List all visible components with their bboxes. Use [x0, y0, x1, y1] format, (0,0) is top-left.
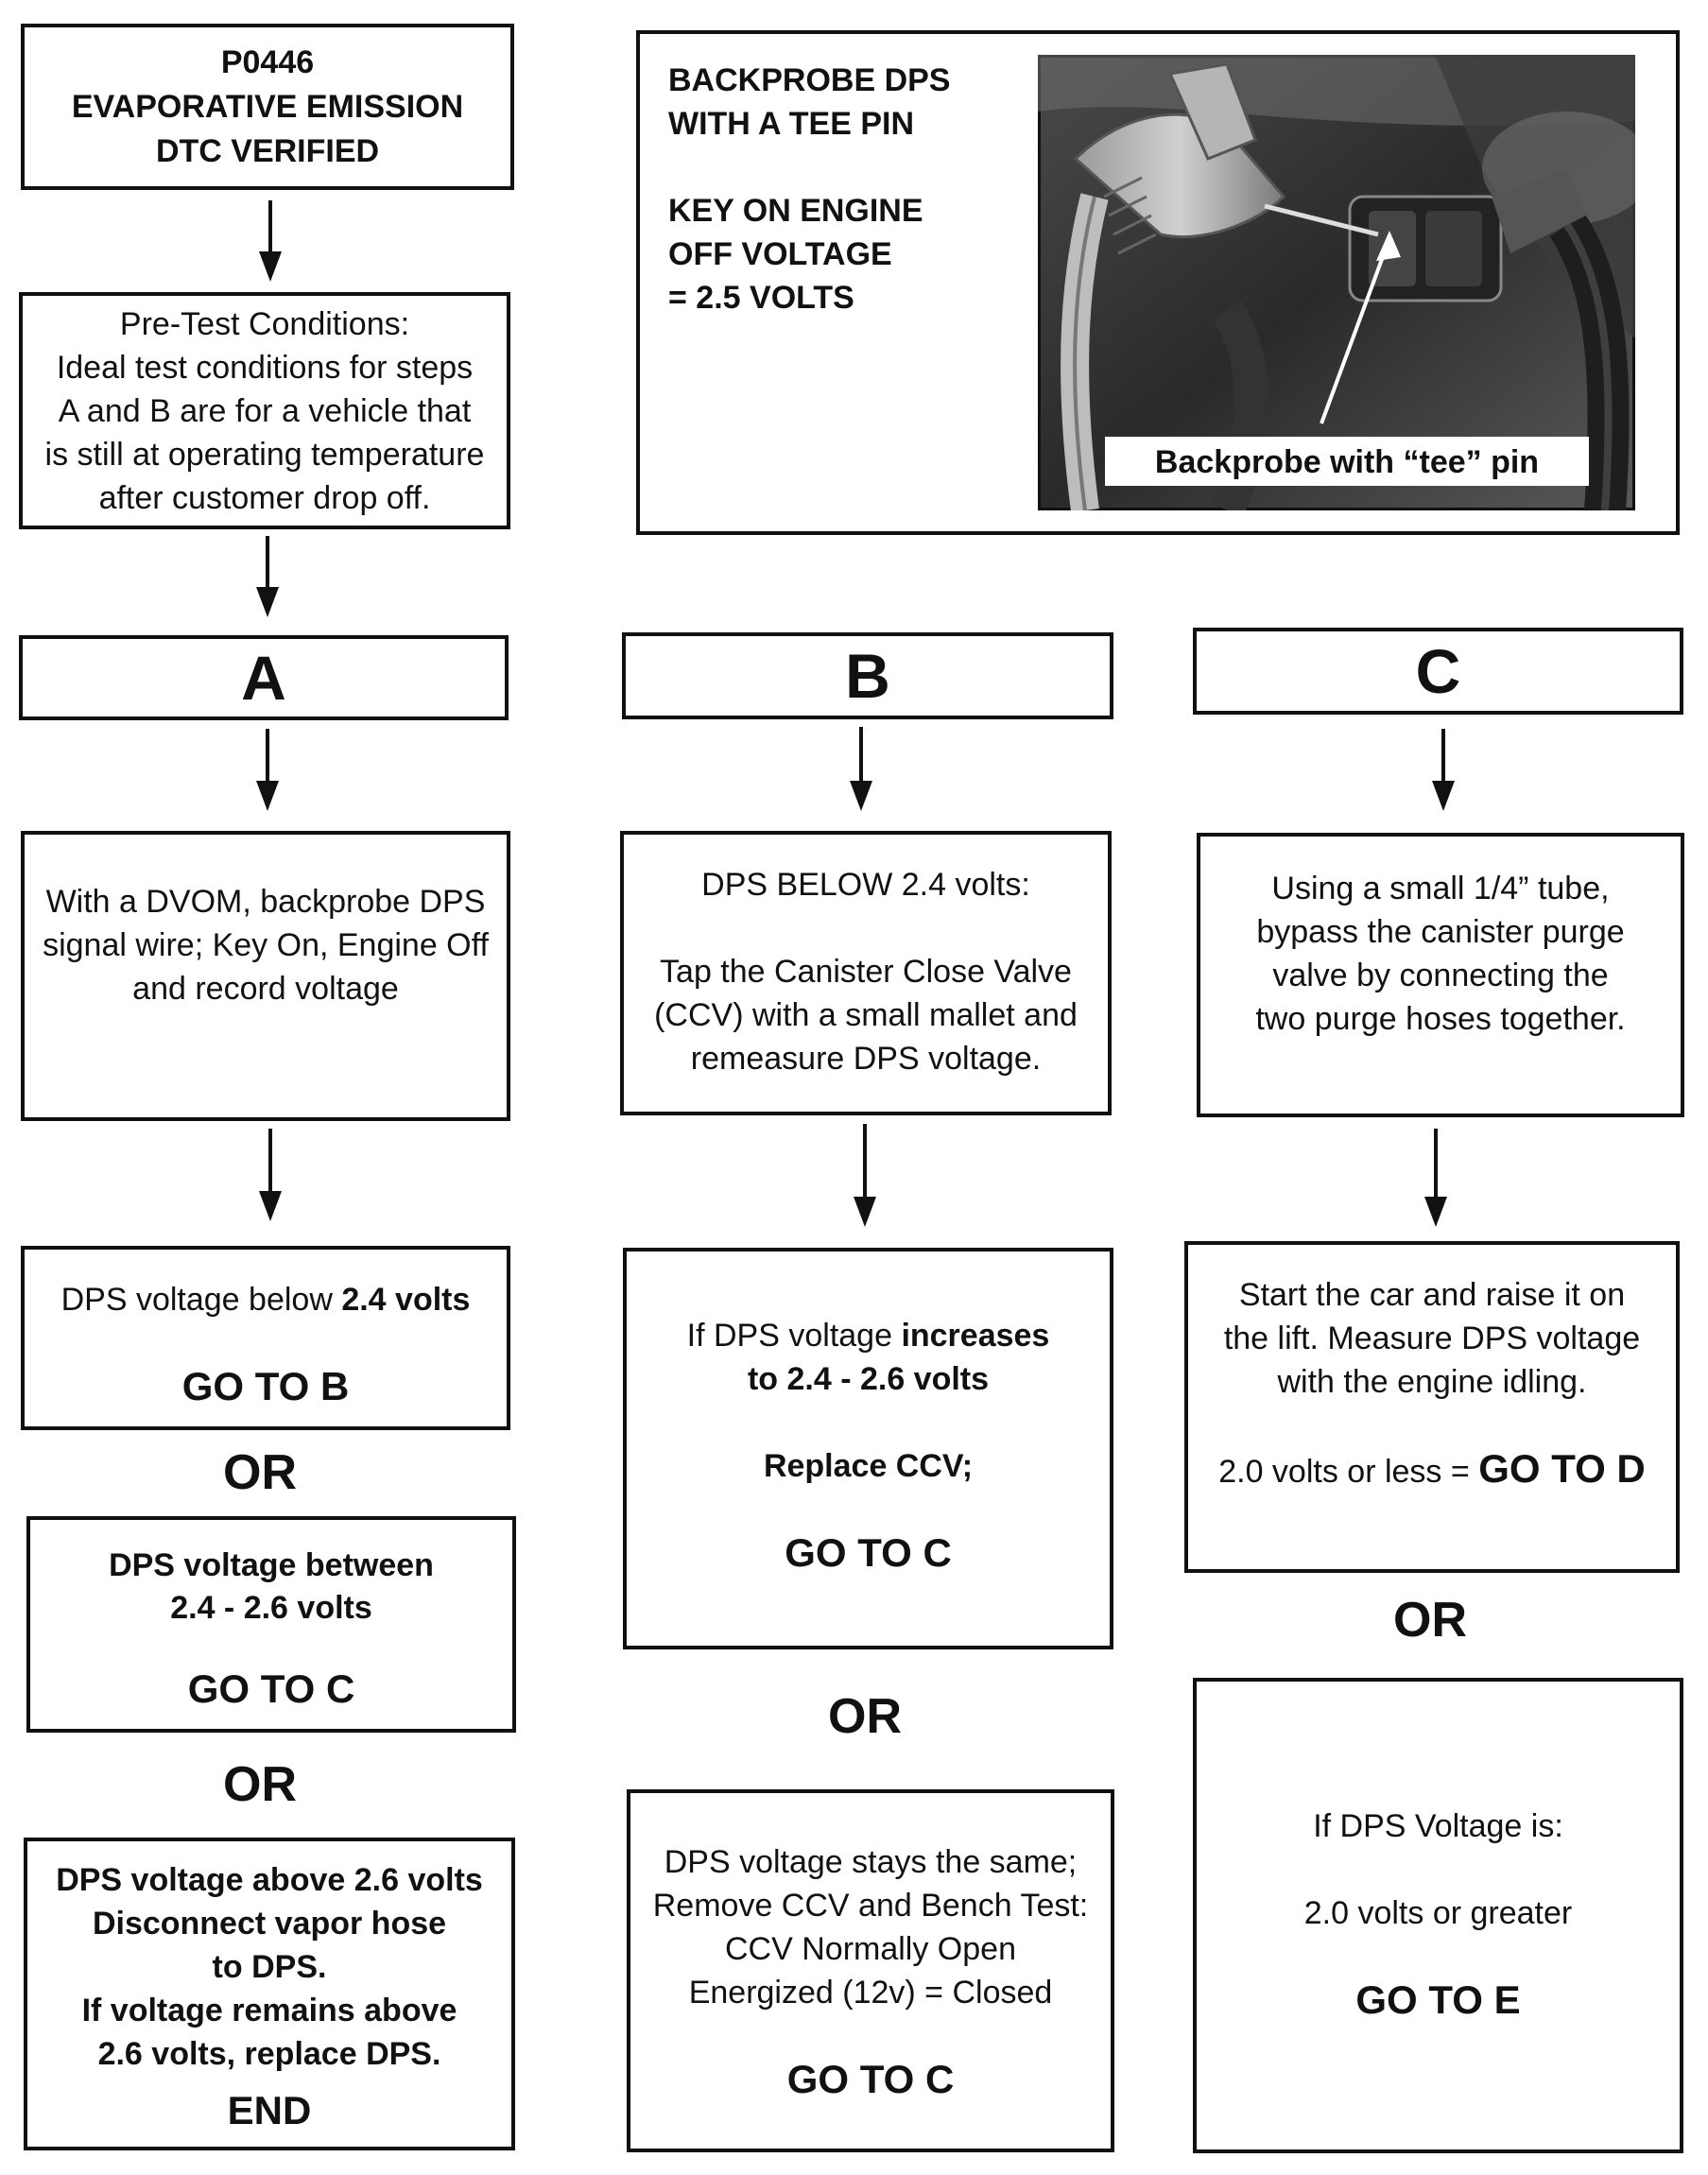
info-line-1: BACKPROBE DPS	[668, 62, 951, 98]
step-b-head: DPS BELOW 2.4 volts:	[701, 867, 1030, 903]
result-b-increases-bold: increases	[901, 1318, 1050, 1354]
step-a-box: With a DVOM, backprobe DPS signal wire; …	[21, 831, 510, 1121]
pretest-line-2: Ideal test conditions for steps	[56, 349, 474, 386]
result-a-above-line-5: 2.6 volts, replace DPS.	[97, 2036, 441, 2072]
result-a-below-value: 2.4 volts	[341, 1282, 471, 1318]
result-b-increases-label: If DPS voltage	[686, 1318, 902, 1354]
result-c-idle-condition: 2.0 volts or less = GO TO D	[1218, 1447, 1646, 1493]
result-a-above: DPS voltage above 2.6 volts Disconnect v…	[24, 1838, 515, 2150]
goto-e-label: GO TO E	[1355, 1977, 1521, 2022]
end-label: END	[227, 2088, 312, 2132]
result-c-greater: If DPS Voltage is: 2.0 volts or greater …	[1193, 1678, 1683, 2153]
result-b-same-line-1: DPS voltage stays the same;	[664, 1844, 1078, 1880]
step-c-line-1: Using a small 1/4” tube,	[1271, 871, 1610, 906]
result-c-idle-line-1: Start the car and raise it on	[1238, 1277, 1626, 1313]
step-a-line-2: signal wire; Key On, Engine Off	[43, 927, 489, 963]
start-line-2: EVAPORATIVE EMISSION	[71, 88, 464, 125]
step-c-line-2: bypass the canister purge	[1256, 914, 1625, 950]
step-c-line-3: valve by connecting the	[1272, 958, 1609, 993]
step-b-box: DPS BELOW 2.4 volts: Tap the Canister Cl…	[620, 831, 1112, 1115]
pretest-line-3: A and B are for a vehicle that	[58, 392, 472, 429]
goto-c-label-a: GO TO C	[187, 1666, 355, 1711]
step-c-header: C	[1193, 628, 1683, 715]
result-a-below: DPS voltage below 2.4 volts GO TO B	[21, 1246, 510, 1430]
step-c-box: Using a small 1/4” tube, bypass the cani…	[1197, 833, 1684, 1117]
start-line-1: P0446	[220, 43, 315, 80]
or-label-c1: OR	[1393, 1593, 1467, 1648]
result-c-idle-line-2: the lift. Measure DPS voltage	[1223, 1321, 1641, 1356]
or-label-a2: OR	[223, 1757, 297, 1812]
photo-caption: Backprobe with “tee” pin	[1105, 437, 1589, 486]
result-c-greater-cond: 2.0 volts or greater	[1303, 1895, 1573, 1931]
step-b-line-2: (CCV) with a small mallet and	[654, 997, 1078, 1033]
result-b-increases-range: to 2.4 - 2.6 volts	[747, 1361, 990, 1397]
or-label-a1: OR	[223, 1445, 297, 1500]
result-c-idle-cond-label: 2.0 volts or less =	[1218, 1454, 1479, 1490]
result-b-same-line-4: Energized (12v) = Closed	[688, 1975, 1053, 2011]
start-line-3: DTC VERIFIED	[155, 132, 380, 169]
info-line-5: = 2.5 VOLTS	[668, 280, 854, 316]
pretest-line-1: Pre-Test Conditions:	[119, 305, 410, 342]
pretest-line-4: is still at operating temperature	[44, 436, 485, 473]
step-b-letter: B	[845, 641, 890, 711]
info-line-4: OFF VOLTAGE	[668, 236, 892, 272]
result-c-greater-head: If DPS Voltage is:	[1313, 1808, 1563, 1844]
step-b-line-1: Tap the Canister Close Valve	[660, 954, 1072, 990]
step-a-header: A	[19, 635, 509, 720]
result-a-between-line-2: 2.4 - 2.6 volts	[170, 1590, 372, 1626]
goto-c-label-b1: GO TO C	[785, 1530, 952, 1575]
backprobe-photo	[1038, 55, 1635, 510]
result-b-same: DPS voltage stays the same; Remove CCV a…	[627, 1789, 1114, 2152]
result-b-same-line-2: Remove CCV and Bench Test:	[652, 1888, 1089, 1924]
info-line-3: KEY ON ENGINE	[668, 193, 923, 229]
result-a-above-line-2: Disconnect vapor hose	[92, 1906, 447, 1942]
step-c-line-4: two purge hoses together.	[1255, 1001, 1626, 1037]
result-a-below-label: DPS voltage below	[60, 1282, 342, 1318]
pretest-line-5: after customer drop off.	[98, 479, 431, 516]
start-box: P0446 EVAPORATIVE EMISSION DTC VERIFIED	[21, 24, 514, 190]
result-a-above-line-3: to DPS.	[212, 1949, 327, 1985]
step-b-line-3: remeasure DPS voltage.	[690, 1041, 1042, 1077]
goto-c-label-b2: GO TO C	[786, 2057, 955, 2101]
step-b-header: B	[622, 632, 1113, 719]
goto-b-label: GO TO B	[181, 1364, 350, 1408]
result-c-idle-line-3: with the engine idling.	[1277, 1364, 1587, 1400]
result-b-increases: If DPS voltage increases to 2.4 - 2.6 vo…	[623, 1248, 1113, 1649]
result-a-above-line-1: DPS voltage above 2.6 volts	[56, 1862, 483, 1898]
step-c-letter: C	[1415, 636, 1461, 706]
info-line-2: WITH A TEE PIN	[668, 106, 915, 142]
result-a-between: DPS voltage between 2.4 - 2.6 volts GO T…	[26, 1516, 516, 1733]
step-a-line-3: and record voltage	[132, 971, 399, 1007]
result-b-same-line-3: CCV Normally Open	[725, 1931, 1016, 1967]
result-a-below-text: DPS voltage below 2.4 volts	[61, 1278, 471, 1321]
step-a-line-1: With a DVOM, backprobe DPS	[45, 884, 486, 920]
goto-d-label: GO TO D	[1478, 1446, 1646, 1491]
step-a-letter: A	[241, 643, 286, 713]
or-label-b1: OR	[828, 1689, 902, 1744]
result-b-increases-line-1: If DPS voltage increases	[687, 1314, 1050, 1357]
replace-ccv-label: Replace CCV;	[763, 1448, 974, 1484]
result-a-above-line-4: If voltage remains above	[81, 1993, 457, 2028]
backprobe-instruction: BACKPROBE DPS WITH A TEE PIN KEY ON ENGI…	[668, 59, 950, 319]
result-a-between-line-1: DPS voltage between	[109, 1547, 434, 1583]
result-c-idle: Start the car and raise it on the lift. …	[1184, 1241, 1680, 1573]
pretest-box: Pre-Test Conditions: Ideal test conditio…	[19, 292, 510, 529]
